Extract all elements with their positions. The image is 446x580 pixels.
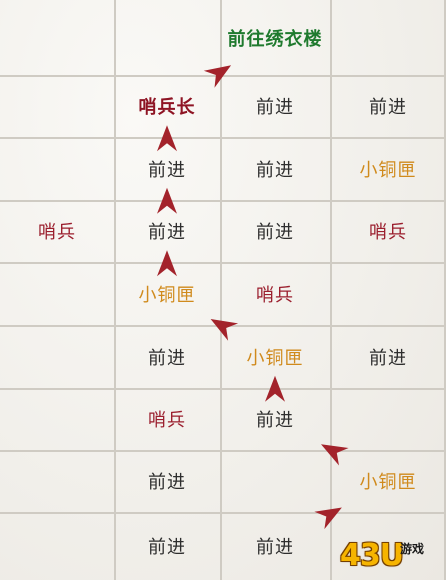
cell-destination: 前往绣衣楼 — [227, 28, 323, 50]
cell-advance: 前进 — [148, 159, 186, 181]
cell-advance: 前进 — [256, 222, 294, 243]
cell-chest: 小铜匣 — [359, 472, 417, 493]
cell-guard-captain: 哨兵长 — [138, 97, 196, 118]
site-logo: 43U 游戏 — [340, 536, 444, 578]
grid-vertical-line — [220, 0, 222, 580]
cell-advance: 前进 — [369, 347, 407, 369]
grid-vertical-line — [114, 0, 116, 580]
cell-chest: 小铜匣 — [359, 159, 417, 181]
cell-advance: 前进 — [148, 472, 186, 493]
grid-vertical-line — [330, 0, 332, 580]
cell-advance: 前进 — [148, 537, 186, 558]
cell-advance: 前进 — [256, 97, 294, 118]
cell-guard: 哨兵 — [256, 284, 294, 306]
grid-horizontal-line — [0, 262, 446, 264]
cell-guard: 哨兵 — [369, 222, 407, 243]
grid-vertical-line — [444, 0, 446, 580]
cell-guard: 哨兵 — [148, 410, 186, 431]
logo-subtext: 游戏 — [400, 542, 425, 556]
grid-horizontal-line — [0, 450, 446, 452]
cell-guard: 哨兵 — [38, 222, 76, 243]
cell-advance: 前进 — [256, 410, 294, 431]
grid-horizontal-line — [0, 388, 446, 390]
grid-horizontal-line — [0, 512, 446, 514]
cell-advance: 前进 — [256, 537, 294, 558]
cell-chest: 小铜匣 — [246, 347, 304, 369]
grid-horizontal-line — [0, 137, 446, 139]
cell-advance: 前进 — [256, 159, 294, 181]
cell-chest: 小铜匣 — [138, 284, 196, 306]
cell-advance: 前进 — [369, 97, 407, 118]
cell-advance: 前进 — [148, 347, 186, 369]
grid-horizontal-line — [0, 200, 446, 202]
logo-text: 43U — [340, 538, 404, 573]
cell-advance: 前进 — [148, 222, 186, 243]
